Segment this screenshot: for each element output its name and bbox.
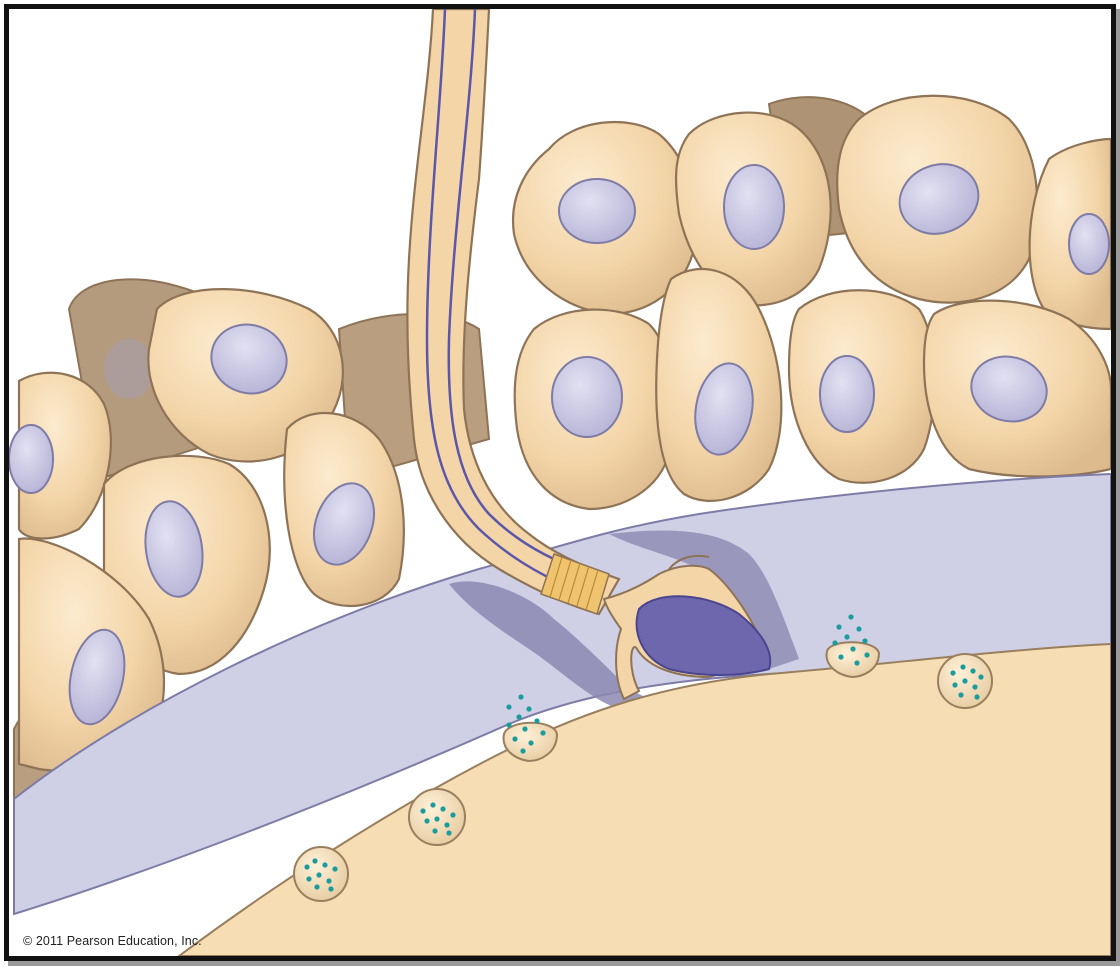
cell-nucleus: [819, 355, 875, 433]
cell-nucleus: [970, 355, 1048, 423]
axon-terminal: [602, 554, 772, 701]
cell-cluster: [9, 94, 1111, 772]
cell-nucleus: [68, 628, 126, 726]
cell-nucleus: [313, 482, 375, 566]
vesicle-group: [293, 614, 993, 902]
cell-nucleus: [144, 500, 204, 598]
terminal-nucleus: [635, 595, 772, 676]
cell: [17, 371, 112, 540]
vesicle-fusing: [825, 641, 881, 679]
figure-frame: © 2011 Pearson Education, Inc.: [4, 4, 1116, 961]
copyright-notice: © 2011 Pearson Education, Inc.: [23, 934, 202, 948]
cell-nucleus: [9, 424, 54, 494]
cell-nucleus: [898, 163, 980, 235]
neuromuscular-junction-illustration: [9, 9, 1111, 956]
cell-nucleus: [723, 164, 785, 250]
axon: [406, 9, 621, 616]
cell-nucleus: [210, 323, 288, 395]
cell-nucleus: [551, 356, 623, 438]
cell-nucleus: [1068, 213, 1110, 275]
cell-nucleus: [694, 362, 754, 456]
cell-nucleus: [558, 178, 636, 244]
